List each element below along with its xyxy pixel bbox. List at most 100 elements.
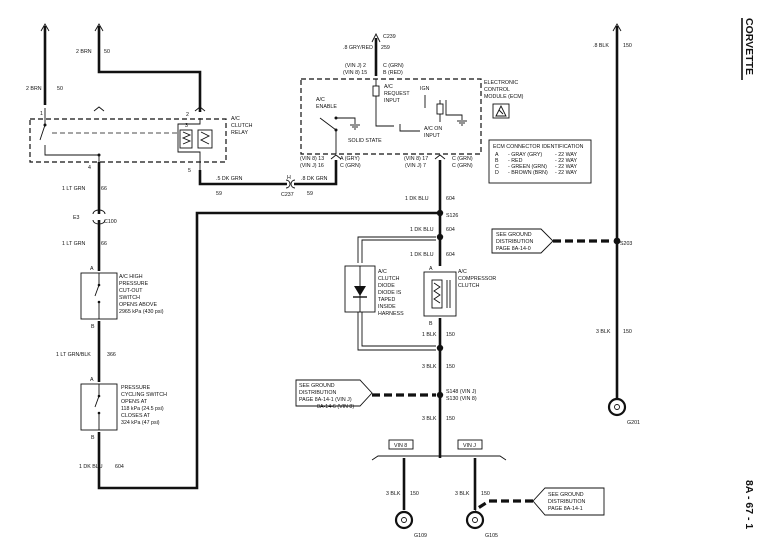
switch-label: CUT-OUT	[119, 288, 143, 294]
table-title: ECM CONNECTOR IDENTIFICATION	[493, 144, 584, 150]
ecm-pin: (VIN 8) 17	[404, 156, 428, 162]
connector-pin: E3	[73, 215, 80, 221]
diode-label: INSIDE	[378, 304, 396, 310]
wire-num: 604	[115, 464, 124, 470]
diode-label: DIODE	[378, 283, 395, 289]
switch-label: 118 kPa (24.5 psi)	[121, 406, 164, 412]
switch-pin: A	[90, 377, 94, 383]
relay-title: A/C	[231, 116, 240, 122]
wire-2brn-label: 2 BRN	[26, 86, 42, 92]
ecm-enable-label: A/C	[316, 97, 325, 103]
splice-s126	[436, 209, 444, 217]
wire-2brn-label: 2 BRN	[76, 49, 92, 55]
splice-label: S148 (VIN J)	[446, 389, 477, 395]
switch-pin: B	[91, 435, 95, 441]
ground-ref-text: PAGE 8A-14-1 (VIN J)	[299, 397, 352, 403]
wire-label: 1 LT GRN	[62, 241, 86, 247]
wire-label: 1 DK BLU	[410, 252, 434, 258]
wire-2brn-num: 50	[57, 86, 63, 92]
switch-pin: A	[90, 266, 94, 272]
wire-label: 1 BLK	[422, 332, 437, 338]
wire-num: 604	[446, 252, 455, 258]
page-number: 8A - 67 - 1	[743, 480, 755, 529]
left-chain: 1 LT GRN 66 E3 C100 1 LT GRN 66 A B A/C …	[56, 162, 440, 490]
ground-ref-text: DISTRIBUTION	[496, 239, 534, 245]
diode-label: DIODE IS	[378, 290, 402, 296]
table-cell: C	[495, 164, 499, 170]
right-ground: .8 BLK 150 3 BLK 150 G201	[593, 23, 640, 426]
wire-num: 150	[446, 416, 455, 422]
wire-num: 150	[623, 43, 632, 49]
wire-label: .8 DK GRN	[301, 176, 328, 182]
ecm-solid-state-label: SOLID STATE	[348, 138, 382, 144]
ground-label: G109	[414, 533, 427, 539]
table-cell: - 22 WAY	[555, 164, 578, 170]
wire-num: 59	[216, 191, 222, 197]
ecm-ign-label: IGN	[420, 86, 430, 92]
diode-label: HARNESS	[378, 311, 404, 317]
relay-pin: 4	[88, 165, 91, 171]
ground-ref-3: SEE GROUND DISTRIBUTION PAGE 8A-14-1	[474, 487, 605, 516]
table-cell: - RED	[508, 158, 523, 164]
center-chain: 1 DK BLU 604 S126 1 DK BLU 604 1 DK BLU …	[344, 160, 507, 539]
ground-ref-text: PAGE 8A-14-0	[496, 246, 531, 252]
ecm-pin: (VIN J) 2	[345, 63, 366, 69]
ecm-pin: (VIN 8) 15	[343, 70, 367, 76]
page-side-title: CORVETTE	[743, 18, 755, 75]
wire-label: 3 BLK	[422, 364, 437, 370]
wire-label: 3 BLK	[455, 491, 470, 497]
ac-clutch-relay: 1 2 3 4 5 A/C CLUTCH RELAY	[29, 106, 253, 174]
splice-label: S126	[446, 213, 458, 219]
wire-label: 3 BLK	[422, 416, 437, 422]
ecm-title: ELECTRONIC	[484, 80, 518, 86]
switch-label: OPENS ABOVE	[119, 302, 157, 308]
wire-label: 1 LT GRN/BLK	[56, 352, 91, 358]
ground-ref-text: 8A-14-6 (VIN 8)	[317, 404, 354, 410]
compressor-label: CLUTCH	[458, 283, 480, 289]
ecm-request-label: REQUEST	[384, 91, 410, 97]
ecm-pin: A (GRY)	[340, 156, 360, 162]
wire-label: .5 DK GRN	[216, 176, 243, 182]
ground-ref-text: SEE GROUND	[548, 492, 584, 498]
ground-ref-text: SEE GROUND	[496, 232, 532, 238]
wire-num: 259	[381, 45, 390, 51]
switch-pin: B	[91, 324, 95, 330]
feed-right: 2 BRN 50	[76, 23, 202, 112]
splice-label: S203	[620, 241, 632, 247]
ground-ref-text: SEE GROUND	[299, 383, 335, 389]
ecm-request-label: INPUT	[384, 98, 401, 104]
wire-label: .8 BLK	[593, 43, 609, 49]
clutch-pin: A	[429, 266, 433, 272]
ground-label: G105	[485, 533, 498, 539]
wire-label: 1 DK BLU	[410, 227, 434, 233]
wire-label: 1 DK BLU	[405, 196, 429, 202]
diode-label: TAPED	[378, 297, 395, 303]
switch-label: 2965 kPa (430 psi)	[119, 309, 164, 315]
switch-label: OPENS AT	[121, 399, 148, 405]
relay-title: RELAY	[231, 130, 248, 136]
ecm-request-label: A/C	[384, 84, 393, 90]
table-cell: - 22 WAY	[555, 158, 578, 164]
static-sensitive-icon	[492, 103, 510, 119]
wire-num: 66	[101, 186, 107, 192]
ecm-ac-on-label: A/C ON	[424, 126, 442, 132]
ecm-pin: B (RED)	[383, 70, 403, 76]
ecm-pin: C (GRN)	[340, 163, 361, 169]
ground-ref-text: DISTRIBUTION	[299, 390, 337, 396]
wire-num: 604	[446, 227, 455, 233]
ground-ref-2: SEE GROUND DISTRIBUTION PAGE 8A-14-1 (VI…	[295, 379, 436, 410]
switch-label: CLOSES AT	[121, 413, 151, 419]
ecm-pin: C (GRN)	[452, 163, 473, 169]
ecm-pin: C (GRN)	[452, 156, 473, 162]
wire-num: 150	[410, 491, 419, 497]
ecm-enable-label: ENABLE	[316, 104, 337, 110]
ecm-title: MODULE (ECM)	[484, 94, 524, 100]
wire-dk-grn: .5 DK GRN 59 H C237 .8 DK GRN 59	[198, 160, 338, 198]
switch-label: A/C HIGH	[119, 274, 143, 280]
relay-pin: 5	[188, 168, 191, 174]
feed-left: 2 BRN 50	[26, 23, 63, 105]
wire-label: 3 BLK	[596, 329, 611, 335]
compressor-label: COMPRESSOR	[458, 276, 496, 282]
switch-label: PRESSURE	[119, 281, 149, 287]
